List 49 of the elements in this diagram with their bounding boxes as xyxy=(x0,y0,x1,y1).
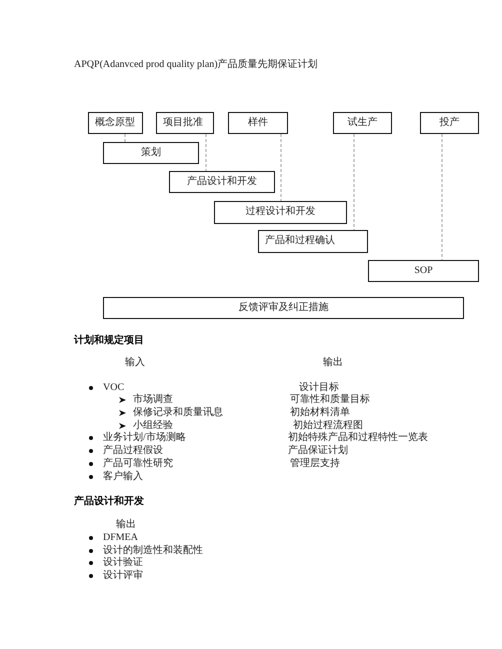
list-item: DFMEA xyxy=(103,532,138,544)
list-item: 产品保证计划 xyxy=(288,445,348,457)
diagram-title: APQP(Adanvced prod quality plan)产品质量先期保证计划 xyxy=(74,59,318,71)
list-item: 初始过程流程图 xyxy=(293,420,363,432)
list-item: 管理层支持 xyxy=(290,458,340,470)
dashed-connector xyxy=(280,134,282,202)
list-item: 保修记录和质量讯息 xyxy=(133,407,223,419)
list-item: VOC xyxy=(103,382,124,394)
milestone-box xyxy=(228,112,288,134)
list-item: 客户输入 xyxy=(103,471,143,483)
milestone-box xyxy=(420,112,479,134)
milestone-box xyxy=(156,112,214,134)
list-item: 设计评审 xyxy=(103,570,143,582)
box-label: 项目批准 xyxy=(162,116,204,130)
box-label: 策划 xyxy=(140,146,162,160)
list-item: 可靠性和质量目标 xyxy=(290,394,370,406)
list-item: 产品过程假设 xyxy=(103,445,163,457)
phase-box xyxy=(258,230,368,253)
list-item: 产品可靠性研究 xyxy=(103,458,173,470)
box-label: 产品设计和开发 xyxy=(186,176,258,188)
list-item: 业务计划/市场测略 xyxy=(103,432,186,444)
column-heading: 输入 xyxy=(125,357,145,369)
box-label: SOP xyxy=(413,264,434,278)
box-label: 产品和过程确认 xyxy=(264,235,336,248)
column-heading: 输出 xyxy=(323,357,343,369)
dashed-connector xyxy=(124,134,126,142)
list-item: 设计的制造性和装配性 xyxy=(103,545,203,556)
list-item: 初始材料清单 xyxy=(290,407,350,419)
box-label: 概念原型 xyxy=(94,116,136,130)
box-label: 反馈评审及纠正措施 xyxy=(238,302,330,314)
milestone-box xyxy=(333,112,392,134)
phase-box xyxy=(214,201,347,224)
milestone-box xyxy=(88,112,143,134)
phase-box xyxy=(368,260,479,282)
column-heading: 输出 xyxy=(116,519,136,531)
section-heading: 产品设计和开发 xyxy=(74,496,144,508)
list-item: 设计目标 xyxy=(299,382,339,394)
phase-box xyxy=(169,171,275,193)
list-item: 小组经验 xyxy=(133,420,173,432)
box-label: 样件 xyxy=(247,116,269,130)
box-label: 试生产 xyxy=(346,116,378,130)
phase-box xyxy=(103,142,199,164)
box-label: 过程设计和开发 xyxy=(244,206,316,219)
phase-box xyxy=(103,297,464,319)
list-item: 初始特殊产品和过程特性一览表 xyxy=(288,432,428,444)
list-item: 市场调查 xyxy=(133,394,173,406)
list-item: 设计验证 xyxy=(103,557,143,569)
box-label: 投产 xyxy=(438,116,460,130)
section-heading: 计划和规定项目 xyxy=(74,335,144,347)
